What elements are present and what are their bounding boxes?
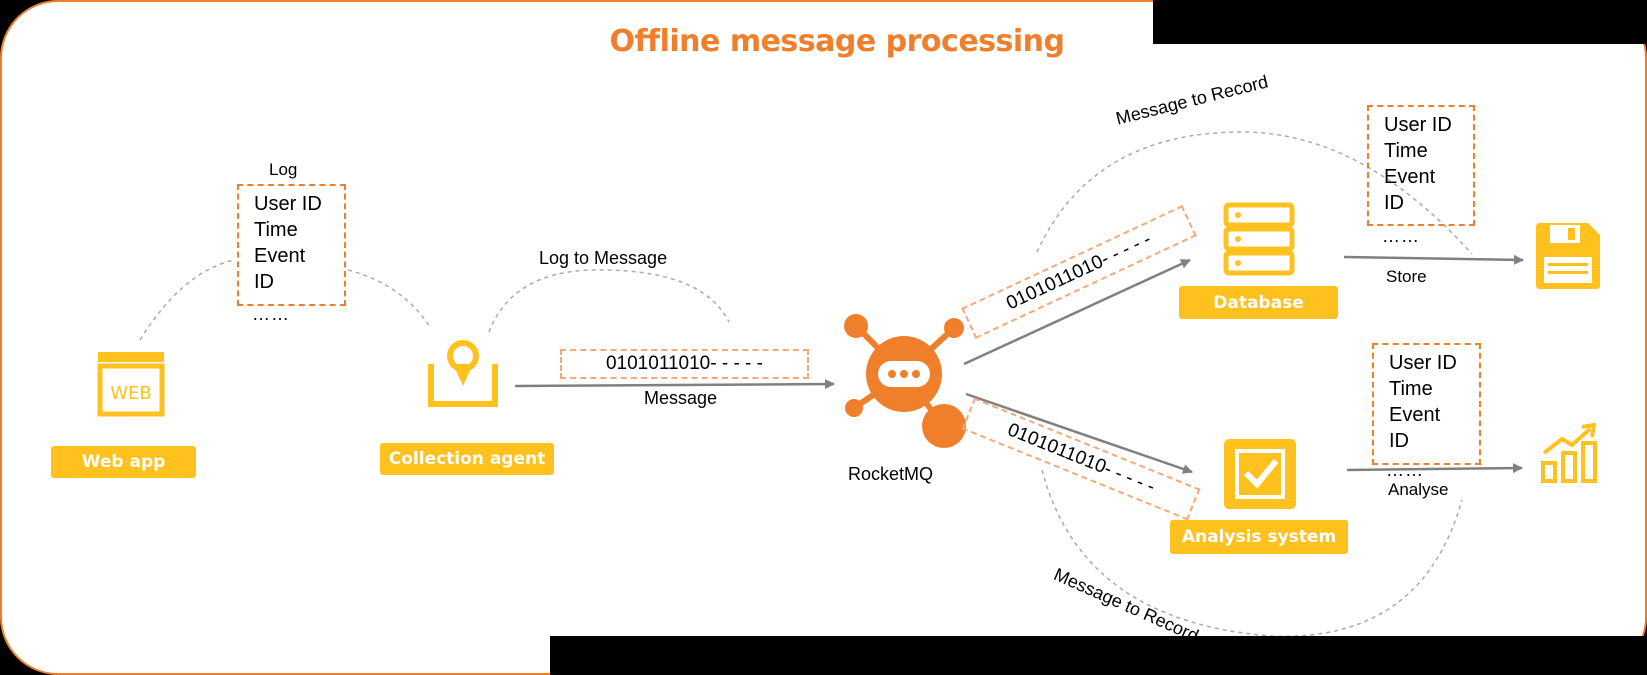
binary-message-box: 0101011010- - - - - [560, 349, 809, 379]
analysis-system-label: Analysis system [1181, 527, 1337, 547]
arc-log-to-message [488, 269, 730, 333]
database-chip: Database [1179, 286, 1338, 319]
log-field-id: ID [254, 271, 274, 293]
arc-log-to-agent [347, 269, 431, 328]
web-app-label: Web app [81, 452, 166, 472]
store-ellipsis: …… [1382, 226, 1420, 246]
collection-agent-chip: Collection agent [380, 443, 554, 475]
database-label: Database [1213, 292, 1304, 313]
log-field-user-id: User ID [254, 193, 322, 215]
arrow-analysis-to-analyse [1346, 463, 1523, 474]
arc-message-to-record-bottom [1041, 469, 1463, 637]
web-browser-icon: WEB [97, 352, 165, 417]
rocketmq-logo-icon [844, 314, 966, 448]
web-app-chip: Web app [51, 446, 196, 478]
analyse-label: Analyse [1388, 480, 1449, 499]
binary-main-text: 0101011010- - - - - [605, 353, 763, 374]
log-caption: Log [269, 160, 298, 179]
diagram-title: Offline message processing [609, 24, 1066, 59]
server-stack-icon [1223, 202, 1295, 276]
analyse-field-time: Time [1389, 378, 1433, 400]
message-label: Message [644, 388, 718, 408]
store-field-user-id: User ID [1384, 114, 1452, 136]
arrow-agent-to-rocketmq [514, 379, 835, 390]
arrow-rocketmq-to-database [963, 258, 1191, 366]
analyse-field-user-id: User ID [1389, 352, 1457, 374]
collection-agent-label: Collection agent [388, 449, 546, 469]
web-icon-text: WEB [110, 383, 152, 404]
analyse-field-event: Event [1389, 404, 1441, 426]
arc-web-to-log [139, 259, 235, 341]
store-field-id: ID [1384, 192, 1404, 214]
store-field-event: Event [1384, 166, 1436, 188]
analyse-record-box: User ID Time Event ID [1372, 343, 1481, 465]
log-to-message-label: Log to Message [539, 248, 668, 268]
store-record-box: User ID Time Event ID [1367, 105, 1475, 226]
arrow-database-to-store [1343, 254, 1524, 265]
store-label: Store [1386, 267, 1427, 286]
occlusion-bottom [550, 636, 1647, 675]
location-pin-tray-icon [428, 340, 498, 407]
arrow-rocketmq-to-analysis [965, 392, 1193, 474]
analyse-field-id: ID [1389, 430, 1409, 452]
log-record-box: User ID Time Event ID [237, 184, 346, 306]
rocketmq-label: RocketMQ [848, 464, 934, 484]
bar-chart-trend-icon [1541, 423, 1597, 483]
arc-message-to-record-top [1036, 131, 1473, 255]
store-field-time: Time [1384, 140, 1428, 162]
floppy-disk-icon [1536, 223, 1600, 289]
checkmark-box-icon [1224, 439, 1296, 509]
log-ellipsis: …… [252, 304, 290, 324]
analysis-system-chip: Analysis system [1170, 520, 1348, 554]
occlusion-top [1153, 0, 1647, 44]
analyse-ellipsis: …… [1386, 460, 1424, 480]
log-field-event: Event [254, 245, 306, 267]
log-field-time: Time [254, 219, 298, 241]
